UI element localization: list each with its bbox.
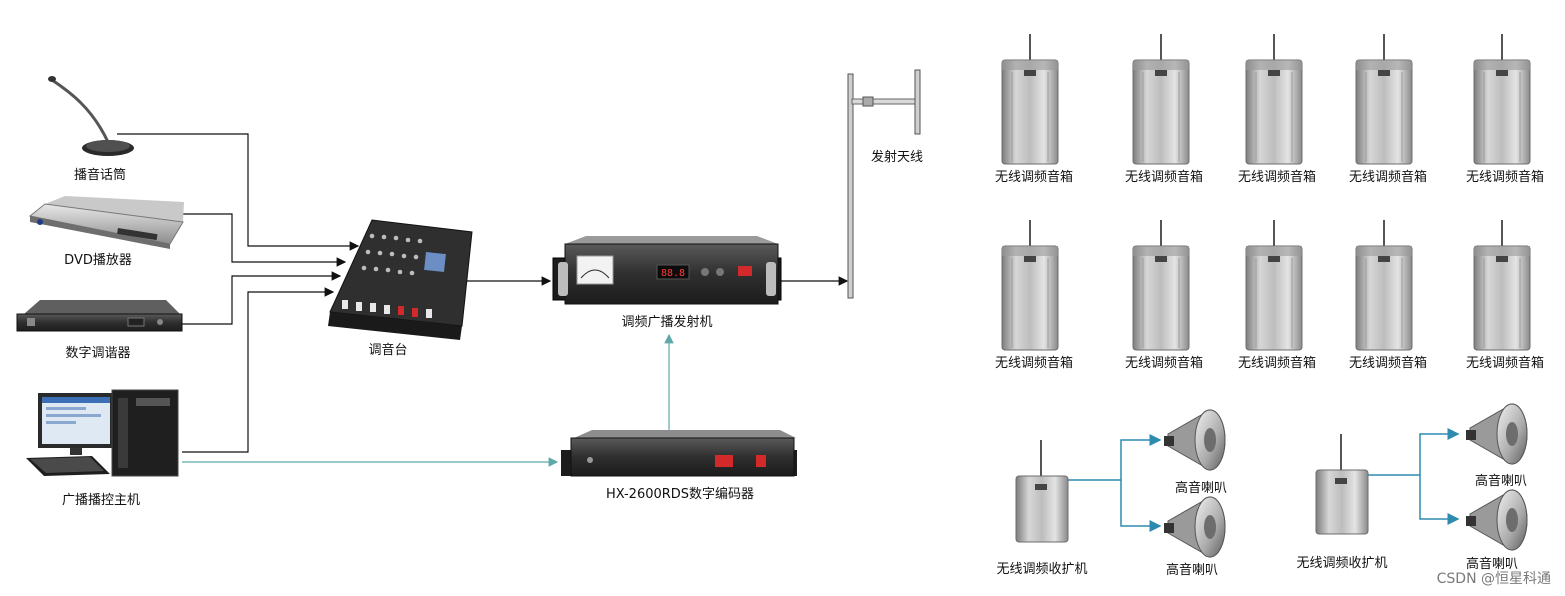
mixer-label: 调音台 <box>368 339 407 358</box>
speaker-label: 无线调频音箱 <box>995 352 1073 371</box>
receiver-label: 无线调频收扩机 <box>996 558 1087 577</box>
svg-text:88.8: 88.8 <box>661 268 685 279</box>
speaker-icon <box>1133 220 1189 350</box>
speaker-icon <box>1246 220 1302 350</box>
host-to-mixer-line <box>182 292 333 452</box>
antenna-label: 发射天线 <box>871 146 923 165</box>
receiver-icon <box>1316 434 1368 534</box>
speaker-label: 无线调频音箱 <box>1466 166 1544 185</box>
dvd-label: DVD播放器 <box>64 249 132 268</box>
speaker-label: 无线调频音箱 <box>1238 352 1316 371</box>
receiver1-to-horn-bottom-line <box>1121 480 1160 526</box>
speaker-label: 无线调频音箱 <box>1349 166 1427 185</box>
speaker-icon <box>1133 34 1189 164</box>
speaker-icon <box>1356 34 1412 164</box>
microphone-icon <box>48 76 134 156</box>
speaker-icon <box>1002 34 1058 164</box>
receiver-label: 无线调频收扩机 <box>1296 552 1387 571</box>
horn-icon <box>1164 410 1225 470</box>
speaker-icon <box>1474 220 1530 350</box>
mic-label: 播音话筒 <box>74 164 126 183</box>
computer-icon <box>26 390 178 476</box>
speaker-icon <box>1356 220 1412 350</box>
speaker-label: 无线调频音箱 <box>995 166 1073 185</box>
speaker-icon <box>1246 34 1302 164</box>
tuner-icon <box>17 300 182 331</box>
speaker-icon <box>1474 34 1530 164</box>
speaker-grid <box>1002 34 1530 350</box>
horn-icon <box>1466 404 1527 464</box>
dvd-player-icon <box>30 196 184 249</box>
tuner-label: 数字调谐器 <box>65 342 130 361</box>
speaker-label: 无线调频音箱 <box>1125 166 1203 185</box>
receiver2-to-horn-bottom-line <box>1420 475 1458 519</box>
host-label: 广播播控主机 <box>62 489 140 508</box>
mixer-icon <box>328 220 472 340</box>
antenna-icon <box>848 70 920 298</box>
transmitter-label: 调频广播发射机 <box>621 311 712 330</box>
receiver-icon <box>1016 440 1068 542</box>
horn-icon <box>1164 497 1225 557</box>
horn-label: 高音喇叭 <box>1175 477 1227 496</box>
dvd-to-mixer-line <box>183 214 345 262</box>
receiver1-to-horn-top-line <box>1068 440 1160 480</box>
speaker-icon <box>1002 220 1058 350</box>
speaker-label: 无线调频音箱 <box>1466 352 1544 371</box>
encoder-label: HX-2600RDS数字编码器 <box>606 483 754 502</box>
horn-icon <box>1466 490 1527 550</box>
watermark: CSDN @恒星科通 <box>1437 568 1551 588</box>
encoder-icon <box>561 430 797 476</box>
speaker-label: 无线调频音箱 <box>1125 352 1203 371</box>
horn-label: 高音喇叭 <box>1166 559 1218 578</box>
tuner-to-mixer-line <box>181 276 340 324</box>
transmitter-icon: 88.8 <box>553 236 781 304</box>
speaker-label: 无线调频音箱 <box>1238 166 1316 185</box>
receiver2-to-horn-top-line <box>1368 434 1458 475</box>
speaker-label: 无线调频音箱 <box>1349 352 1427 371</box>
horn-label: 高音喇叭 <box>1475 470 1527 489</box>
